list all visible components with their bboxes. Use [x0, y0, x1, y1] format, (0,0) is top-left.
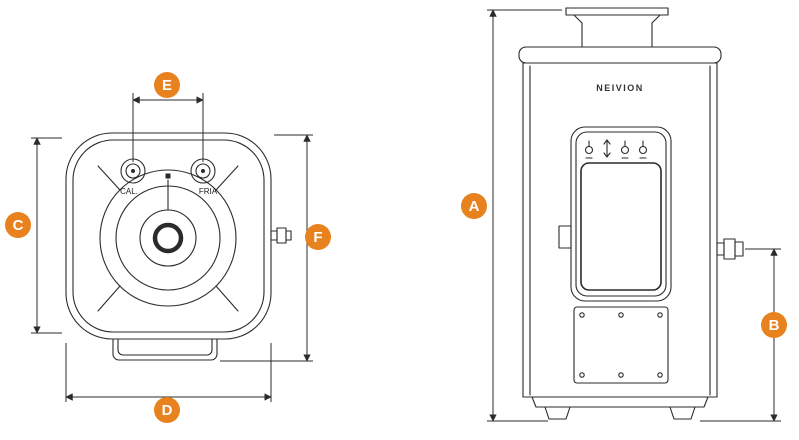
- panel-door: [580, 162, 662, 291]
- base-tab: [112, 338, 218, 361]
- dimension-label-E: E: [162, 77, 172, 94]
- flue-hole: [152, 222, 184, 254]
- screw-icon: [618, 312, 624, 318]
- dimension-badge-B: [761, 312, 787, 338]
- brand-label: NEIVION: [596, 83, 644, 93]
- dimension-badge-A: [461, 193, 487, 219]
- dimension-badge-F: [305, 224, 331, 250]
- dimension-label-C: C: [13, 217, 24, 234]
- knob-icon: [584, 140, 594, 159]
- lower-access-panel: [573, 306, 669, 384]
- top-cap: [518, 46, 722, 64]
- gas-valve-stub: [558, 225, 572, 249]
- seam-lines: [97, 165, 239, 312]
- hot-water-label: CAL.: [120, 187, 138, 196]
- side-fitting-top-view: [270, 227, 292, 244]
- dimension-badge-E: [154, 72, 180, 98]
- screw-icon: [657, 312, 663, 318]
- dimension-badge-D: [154, 397, 180, 423]
- burner-cover-circles: [99, 169, 237, 307]
- cold-water-label: FRIA: [199, 187, 218, 196]
- control-icons: [584, 139, 648, 159]
- flue-vent: [565, 7, 669, 48]
- dimension-label-B: B: [769, 317, 780, 334]
- tank-top-inner-outline: [72, 139, 265, 333]
- dimension-F: F: [220, 134, 331, 362]
- dimension-label-F: F: [313, 229, 322, 246]
- feet: [544, 406, 696, 420]
- dimension-E: E: [132, 72, 204, 162]
- tank-shell: [522, 62, 718, 408]
- screw-icon: [579, 312, 585, 318]
- dimension-C: C: [5, 137, 62, 334]
- front-view: NEIVION: [518, 7, 744, 420]
- dimension-D: D: [65, 343, 272, 423]
- dimension-B: B: [700, 248, 787, 422]
- screw-icon: [657, 372, 663, 378]
- knob-icon: [638, 140, 648, 159]
- knob-icon: [620, 140, 630, 159]
- drain-fitting: [716, 238, 744, 260]
- control-panel: [570, 126, 672, 302]
- screw-icon: [618, 372, 624, 378]
- top-view: CAL. FRIA: [65, 132, 292, 361]
- dimension-A: A: [461, 9, 562, 422]
- screw-icon: [579, 372, 585, 378]
- dimension-label-D: D: [162, 402, 173, 419]
- dimension-badge-C: [5, 212, 31, 238]
- up-down-arrows-icon: [603, 139, 611, 158]
- dimension-label-A: A: [469, 198, 480, 215]
- tank-top-outline: [65, 132, 272, 340]
